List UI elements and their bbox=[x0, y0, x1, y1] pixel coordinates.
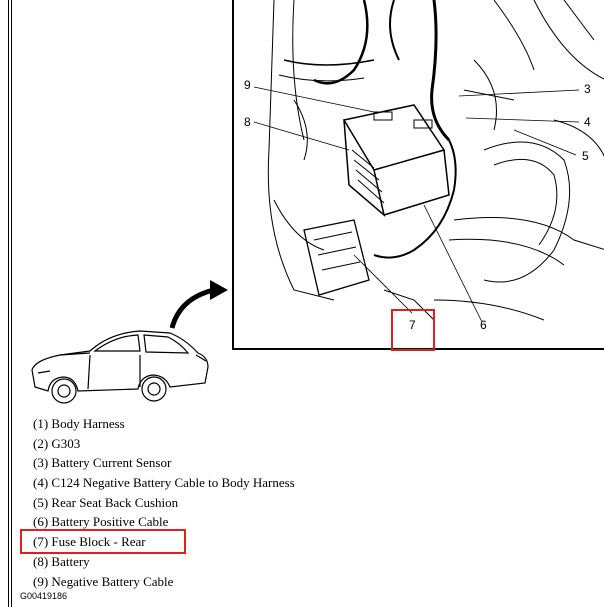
highlight-legend-item-7 bbox=[20, 529, 186, 554]
callout-3: 3 bbox=[584, 82, 591, 96]
legend-item-2: (2) G303 bbox=[33, 435, 81, 451]
legend-item-9: (9) Negative Battery Cable bbox=[33, 573, 174, 589]
page-border-left bbox=[8, 0, 9, 607]
legend-item-3: (3) Battery Current Sensor bbox=[33, 455, 172, 471]
callout-6: 6 bbox=[480, 318, 487, 332]
callout-8: 8 bbox=[244, 115, 251, 129]
callout-9: 9 bbox=[244, 78, 251, 92]
page-border-left-inner bbox=[11, 0, 12, 607]
legend-item-8: (8) Battery bbox=[33, 553, 90, 569]
component-legend: (1) Body Harness (2) G303 (3) Battery Cu… bbox=[33, 414, 295, 591]
figure-id: G00419186 bbox=[20, 591, 68, 601]
legend-item-7: (7) Fuse Block - Rear bbox=[33, 534, 146, 550]
highlight-callout-7 bbox=[391, 309, 435, 351]
detail-view: 9 8 3 4 5 6 7 bbox=[232, 0, 604, 350]
vehicle-locator-illustration bbox=[31, 330, 209, 404]
callout-7: 7 bbox=[409, 318, 416, 332]
callout-5: 5 bbox=[582, 149, 589, 163]
legend-item-4: (4) C124 Negative Battery Cable to Body … bbox=[33, 475, 295, 491]
trunk-detail-illustration bbox=[253, 0, 604, 323]
legend-item-6: (6) Battery Positive Cable bbox=[33, 514, 169, 530]
callout-4: 4 bbox=[584, 115, 591, 129]
legend-item-5: (5) Rear Seat Back Cushion bbox=[33, 494, 179, 510]
pointer-arrow-icon bbox=[169, 280, 228, 329]
legend-item-1: (1) Body Harness bbox=[33, 416, 125, 431]
